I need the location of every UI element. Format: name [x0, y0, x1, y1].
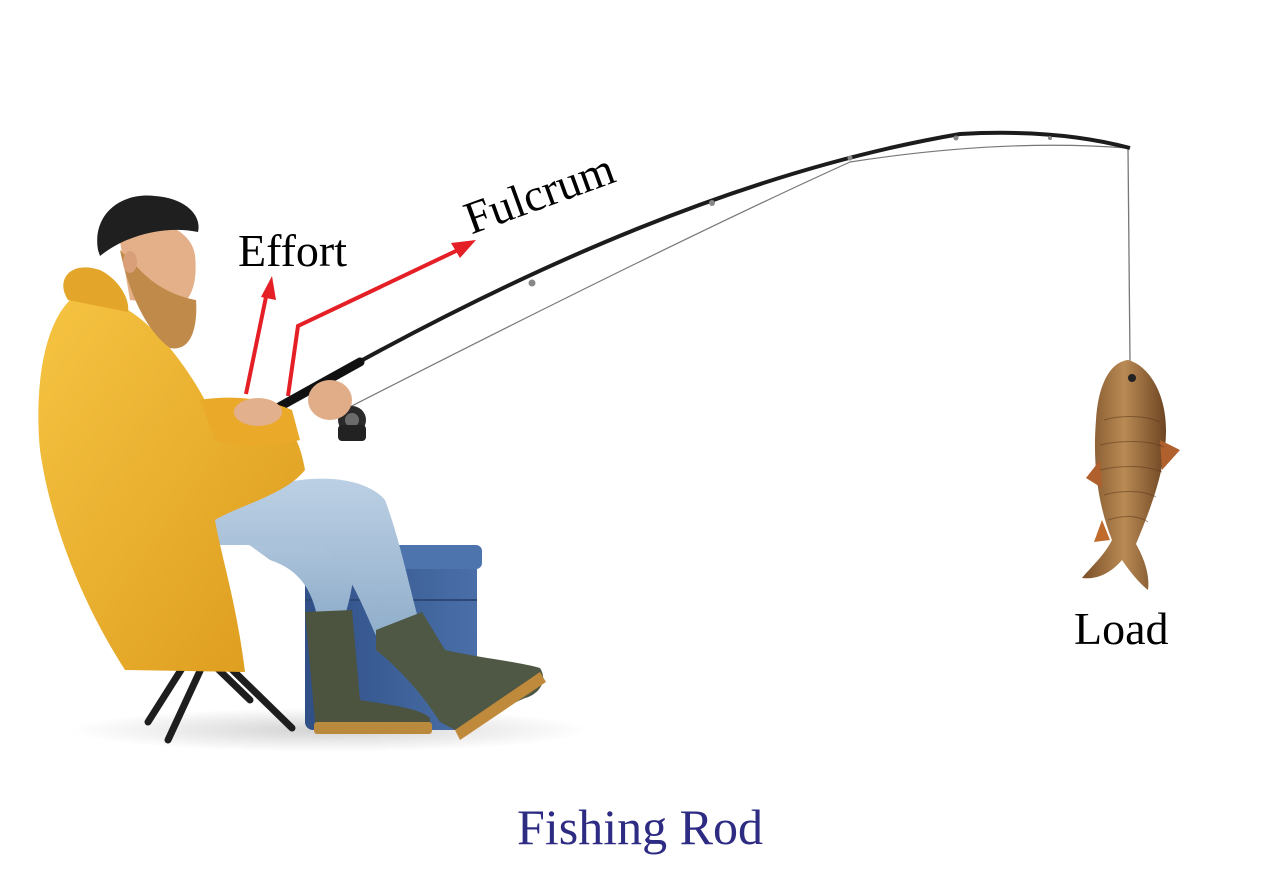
fishing-line — [340, 145, 1130, 412]
effort-label: Effort — [238, 228, 347, 274]
diagram-caption: Fishing Rod — [0, 802, 1280, 852]
carp-fish-icon — [1082, 360, 1180, 590]
fishing-rod-icon — [270, 133, 1130, 441]
fisherman-figure — [38, 196, 546, 740]
effort-arrow — [246, 276, 276, 394]
load-label: Load — [1074, 606, 1169, 652]
